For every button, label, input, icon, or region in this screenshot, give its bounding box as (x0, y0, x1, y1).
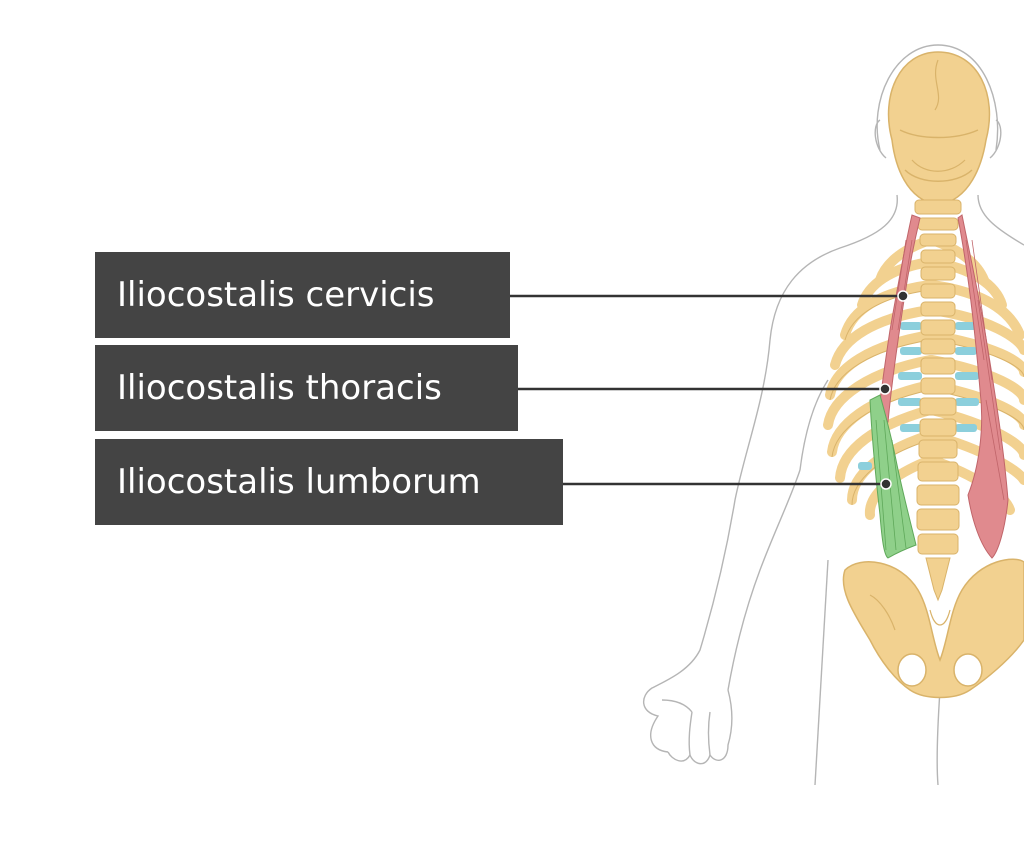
label-iliocostalis-thoracis: Iliocostalis thoracis (95, 345, 518, 431)
vertebral-column (914, 199, 962, 602)
pointer-dot-thoracis (879, 383, 891, 395)
pointer-dot-lumborum (880, 478, 892, 490)
leader-lines (510, 294, 903, 486)
pelvis (842, 558, 1024, 699)
intercostals (858, 322, 979, 470)
leader-dots (879, 290, 909, 490)
label-text-cervicis: Iliocostalis cervicis (117, 275, 435, 315)
label-text-lumborum: Iliocostalis lumborum (117, 462, 481, 502)
body-outline (643, 44, 1024, 786)
label-iliocostalis-lumborum: Iliocostalis lumborum (95, 439, 563, 525)
label-iliocostalis-cervicis: Iliocostalis cervicis (95, 252, 510, 338)
iliocostalis-muscles (869, 214, 1009, 559)
pointer-dot-cervicis (897, 290, 909, 302)
skull (887, 51, 991, 206)
label-text-thoracis: Iliocostalis thoracis (117, 368, 442, 408)
